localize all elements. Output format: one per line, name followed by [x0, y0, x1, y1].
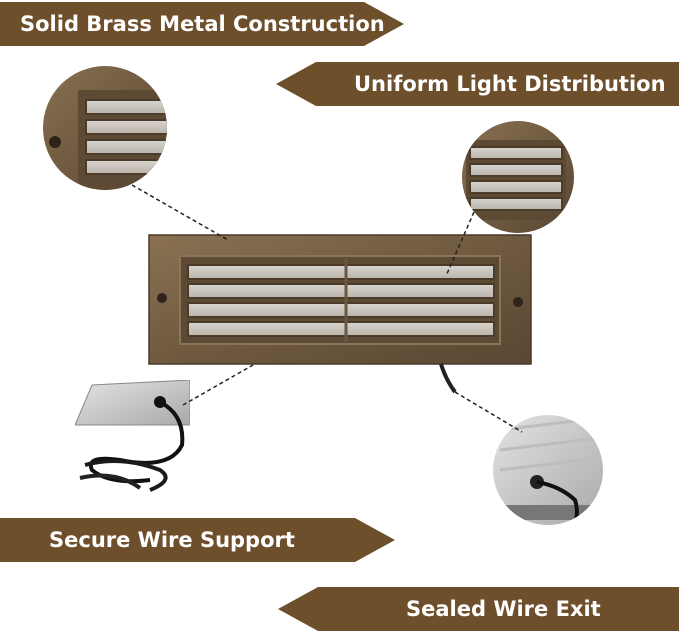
wire-exit-label: Sealed Wire Exit — [406, 597, 601, 621]
wire-support-banner: Secure Wire Support — [0, 518, 395, 562]
uniform-light-label: Uniform Light Distribution — [354, 72, 666, 96]
wire-support-label: Secure Wire Support — [49, 528, 295, 552]
solid-brass-banner: Solid Brass Metal Construction — [0, 2, 404, 46]
step-light-fixture — [148, 234, 532, 394]
wire-exit-banner: Sealed Wire Exit — [278, 587, 679, 631]
wire-exit-zoom — [454, 391, 603, 525]
louver-zoom — [445, 121, 574, 277]
wire-support-zoom — [75, 364, 254, 492]
brass-corner-zoom — [43, 66, 229, 241]
uniform-light-banner: Uniform Light Distribution — [276, 62, 679, 106]
solid-brass-label: Solid Brass Metal Construction — [20, 12, 385, 36]
